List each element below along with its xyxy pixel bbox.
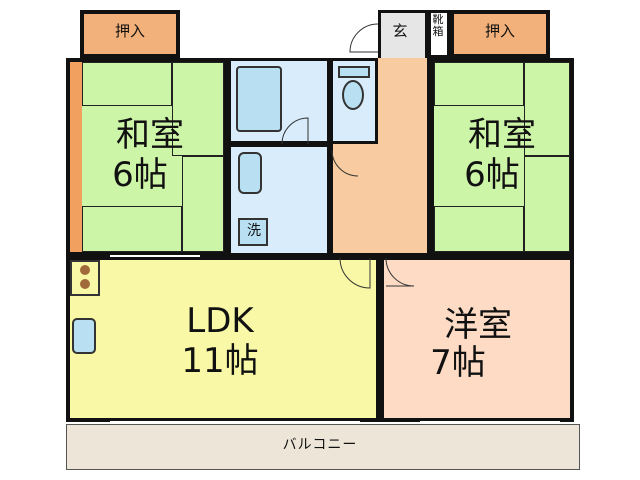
- tokonoma-left: [70, 62, 82, 252]
- washitsu-left-name: 和室: [116, 115, 184, 155]
- getabako-label: 靴箱: [432, 13, 444, 39]
- sink-icon: [72, 318, 96, 354]
- tatami-line: [82, 62, 172, 106]
- washitsu-left-size: 6帖: [112, 155, 168, 195]
- tatami-line: [434, 206, 524, 252]
- ldk-name: LDK: [186, 301, 254, 341]
- tatami-line: [434, 62, 524, 106]
- balcony: [66, 424, 580, 470]
- oshiire-left: [80, 10, 180, 58]
- tatami-line: [524, 156, 570, 252]
- oshiire-right-label: 押入: [484, 22, 515, 40]
- genkan-label: 玄: [392, 22, 408, 40]
- youshitsu-name: 洋室: [444, 305, 512, 345]
- getabako: [428, 10, 450, 58]
- washitsu-right-size: 6帖: [464, 155, 520, 195]
- washing-machine-label: 洗: [247, 223, 261, 239]
- balcony-label: バルコニー: [282, 437, 358, 453]
- oshiire-right: [450, 10, 550, 58]
- burner-icon: [80, 279, 90, 289]
- washitsu-right-name: 和室: [468, 115, 536, 155]
- youshitsu-size: 7帖: [430, 343, 486, 383]
- washbasin-icon: [238, 152, 262, 194]
- burner-icon: [80, 265, 90, 275]
- genkan-area: [378, 10, 428, 58]
- washitsu-left: [66, 58, 228, 256]
- toilet-bowl-icon: [342, 80, 364, 110]
- toilet-tank-icon: [338, 66, 370, 78]
- tatami-line: [182, 156, 224, 252]
- ldk-size: 11帖: [181, 341, 259, 381]
- ldk-room: [66, 256, 380, 422]
- washing-machine-icon: [238, 218, 268, 246]
- bathtub-icon: [236, 66, 282, 132]
- oshiire-left-label: 押入: [114, 22, 145, 40]
- entrance-door-icon: [349, 23, 379, 53]
- washitsu-right: [430, 58, 574, 256]
- tatami-line: [172, 62, 224, 156]
- tatami-line: [524, 62, 570, 156]
- tatami-line: [82, 206, 182, 252]
